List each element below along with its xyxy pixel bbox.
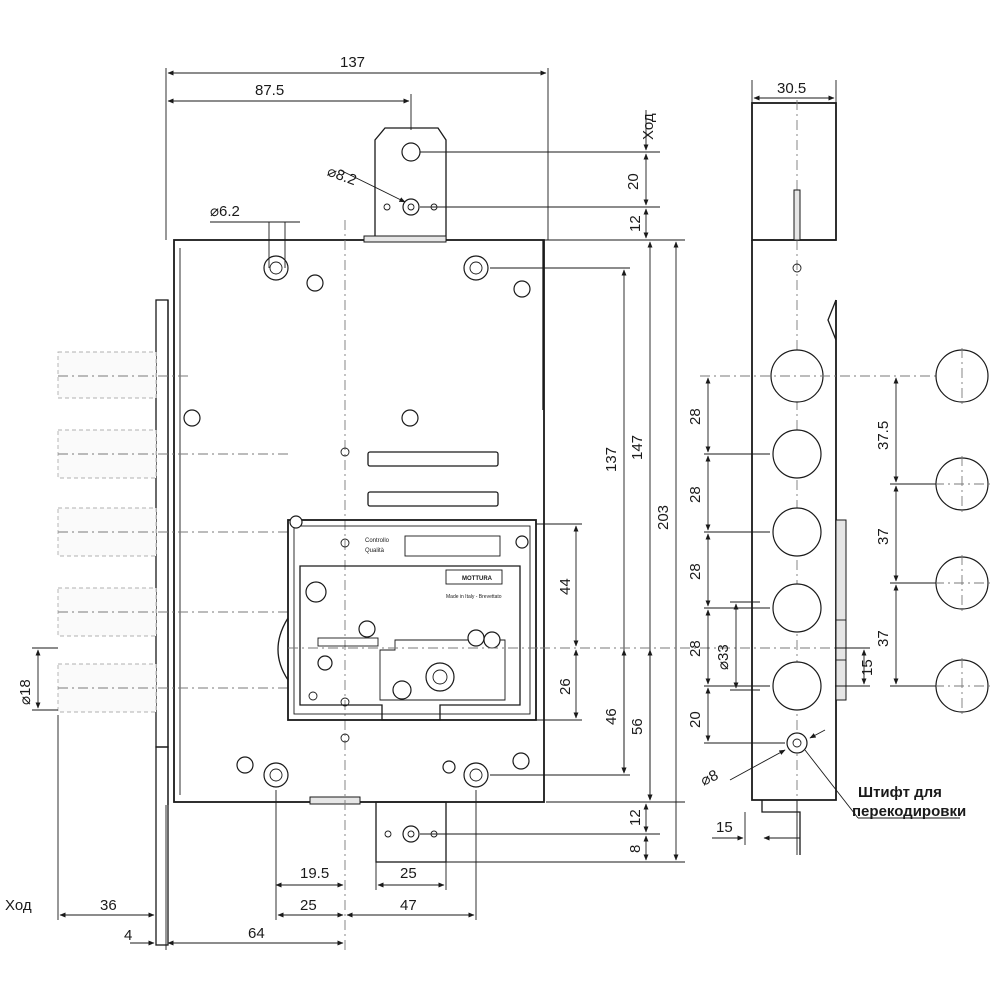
dim-col-37-5: 37.5 [875,421,892,450]
dim-46: 46 [603,708,620,725]
dim-147: 147 [629,435,646,460]
dim-203: 203 [655,505,672,530]
front-view: Controllo Qualità MOTTURA Made in Italy … [5,54,850,950]
dim-cam-dia: ⌀8.2 [325,163,359,189]
dim-4: 4 [124,927,132,944]
pin-label-line-2: перекодировки [852,803,966,820]
dim-side-28-1: 28 [687,408,704,425]
bottom-cam-plate [309,796,447,863]
dim-47: 47 [400,897,417,914]
dim-stroke-bottom: Ход [5,897,32,914]
mounting-screws [183,255,531,788]
mechanism-plate: Controllo Qualità MOTTURA Made in Italy … [277,515,540,721]
dim-side-15-right: 15 [859,659,876,676]
dim-side-dia33: ⌀33 [715,644,732,670]
dim-side-20: 20 [687,711,704,728]
dim-col-37-2: 37 [875,630,892,647]
right-dimensions: Ход 20 12 137 147 203 44 26 46 56 [420,110,850,863]
faceplate [155,299,169,748]
lock-case [173,239,545,803]
bottom-dimensions: 19.5 25 25 47 Ход 36 4 64 ⌀18 [5,647,477,950]
dim-56: 56 [629,718,646,735]
plate-label-1: Controllo [365,538,390,544]
dim-44: 44 [557,578,574,595]
dim-backset: 87.5 [255,82,284,99]
dim-stroke-top: Ход [640,113,657,140]
dim-20-top: 20 [625,173,642,190]
plate-label-2: Qualità [365,548,385,554]
dim-side-28-2: 28 [687,486,704,503]
plate-made-in: Made in Italy - Brevettato [446,594,502,600]
plate-brand: MOTTURA [462,576,493,582]
dim-bolt-dia: ⌀18 [17,679,34,705]
faceplate-extension [155,746,169,946]
dim-137: 137 [603,447,620,472]
deadbolts [57,351,290,713]
dim-25-cam: 25 [400,865,417,882]
dim-26: 26 [557,678,574,695]
top-dimensions: 137 87.5 ⌀8.2 ⌀6.2 [165,54,549,268]
dim-12-bottom: 12 [627,809,644,826]
dim-19-5: 19.5 [300,865,329,882]
dim-25: 25 [300,897,317,914]
side-bolt-heads [761,349,847,855]
dim-36: 36 [100,897,117,914]
top-cam-plate [363,127,447,243]
dim-total-width: 137 [340,54,365,71]
dim-12-top: 12 [627,215,644,232]
dim-8: 8 [627,845,644,853]
dim-side-28-3: 28 [687,563,704,580]
side-view: 30.5 28 28 28 28 20 [687,80,966,855]
dim-hole-dia: ⌀6.2 [210,203,240,220]
dim-col-37-1: 37 [875,528,892,545]
dim-side-15-bottom: 15 [716,819,733,836]
pin-label-line-1: Штифт для [858,784,942,801]
dim-thickness: 30.5 [777,80,806,97]
dim-64: 64 [248,925,265,942]
dim-side-dia8: ⌀8 [698,767,721,790]
bolt-head-column: 37.5 37 37 [875,348,990,714]
dim-side-28-4: 28 [687,640,704,657]
